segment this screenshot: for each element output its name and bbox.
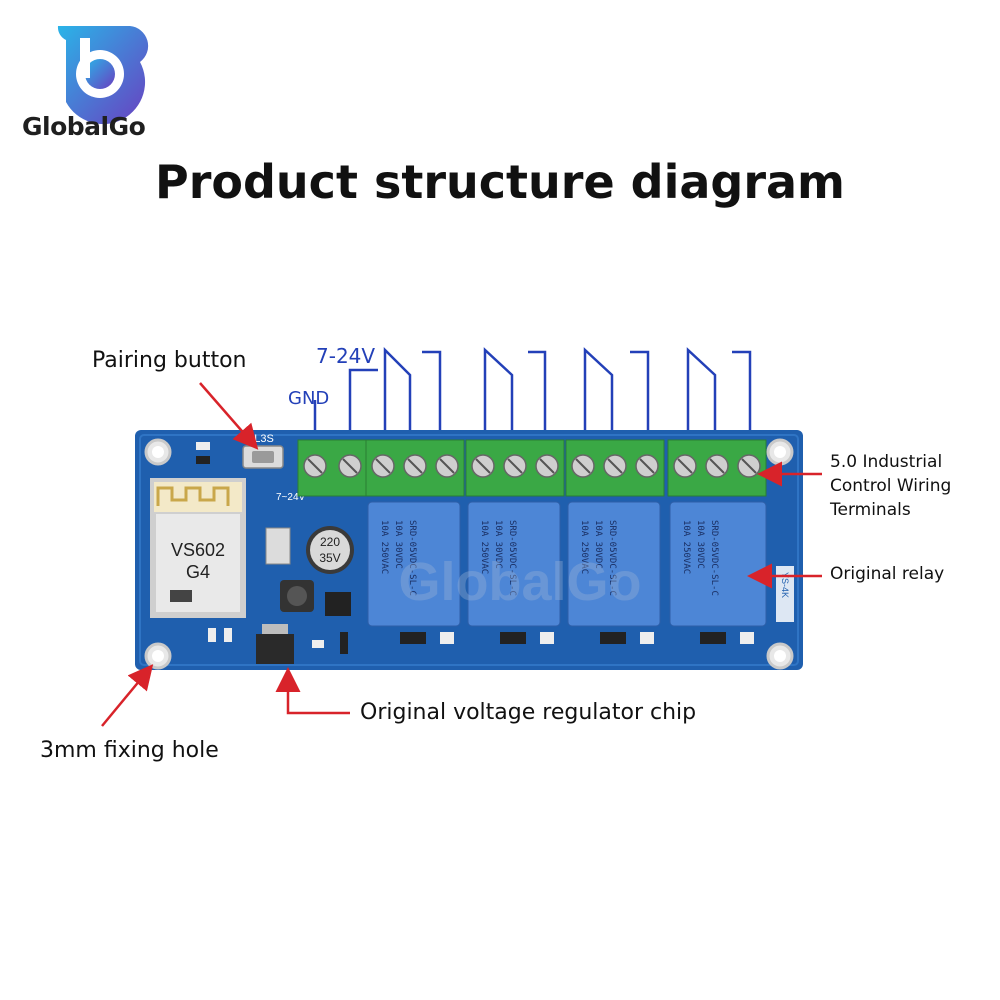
svg-text:10A 30VDC: 10A 30VDC <box>493 520 503 569</box>
svg-text:10A 250VAC: 10A 250VAC <box>579 520 589 574</box>
relays: 10A 250VAC 10A 30VDC SRD-05VDC-SL-C 10A … <box>367 501 767 627</box>
label-terminals-line-2: Control Wiring <box>830 476 952 496</box>
label-terminals-line-3: Terminals <box>830 500 911 520</box>
svg-text:10A 30VDC: 10A 30VDC <box>393 520 403 569</box>
globalgo-logo <box>57 26 149 125</box>
label-gnd: GND <box>288 388 330 409</box>
label-terminals: 5.0 Industrial Control Wiring Terminals <box>830 450 951 522</box>
svg-text:10A 250VAC: 10A 250VAC <box>479 520 489 574</box>
cap-label-1: 220 <box>320 535 340 549</box>
capacitor: 220 35V <box>306 526 354 574</box>
svg-text:SRD-05VDC-SL-C: SRD-05VDC-SL-C <box>607 520 617 596</box>
silk-version: YS-4K <box>780 572 790 598</box>
silk-power: 7~24V <box>276 492 306 503</box>
label-terminals-line-1: 5.0 Industrial <box>830 452 943 472</box>
mounting-holes <box>144 438 794 670</box>
brand-watermark: GlobalGo <box>399 552 642 612</box>
terminal-wires <box>313 346 752 438</box>
brand-name: GlobalGo <box>22 112 146 141</box>
arrow-regulator <box>275 667 350 715</box>
arrow-fixing-hole <box>101 664 154 727</box>
cap-label-2: 35V <box>319 551 340 565</box>
module-label-2: G4 <box>186 562 210 582</box>
svg-text:10A 30VDC: 10A 30VDC <box>695 520 705 569</box>
wifi-module: VS602 G4 <box>150 478 246 618</box>
screw-terminals <box>297 439 767 497</box>
label-fixing-hole: 3mm fixing hole <box>40 738 219 763</box>
module-label-1: VS602 <box>171 540 225 560</box>
callout-arrows <box>101 382 822 727</box>
svg-text:10A 30VDC: 10A 30VDC <box>593 520 603 569</box>
voltage-regulator-chip <box>256 624 294 664</box>
relay-4: 10A 250VAC 10A 30VDC SRD-05VDC-SL-C <box>669 501 767 627</box>
svg-text:SRD-05VDC-SL-C: SRD-05VDC-SL-C <box>407 520 417 596</box>
silk-button: L3S <box>254 433 274 445</box>
svg-text:10A 250VAC: 10A 250VAC <box>379 520 389 574</box>
svg-text:10A 250VAC: 10A 250VAC <box>681 520 691 574</box>
label-voltage: 7-24V <box>316 344 376 368</box>
arrow-pairing <box>199 382 259 450</box>
svg-text:SRD-05VDC-SL-C: SRD-05VDC-SL-C <box>507 520 517 596</box>
label-regulator: Original voltage regulator chip <box>360 700 697 725</box>
relay-3: 10A 250VAC 10A 30VDC SRD-05VDC-SL-C <box>567 501 661 627</box>
relay-1: 10A 250VAC 10A 30VDC SRD-05VDC-SL-C <box>367 501 461 627</box>
svg-text:SRD-05VDC-SL-C: SRD-05VDC-SL-C <box>709 520 719 596</box>
label-relay: Original relay <box>830 564 945 584</box>
label-pairing-button: Pairing button <box>92 348 247 373</box>
page-title: Product structure diagram <box>155 155 845 209</box>
relay-2: 10A 250VAC 10A 30VDC SRD-05VDC-SL-C <box>467 501 561 627</box>
